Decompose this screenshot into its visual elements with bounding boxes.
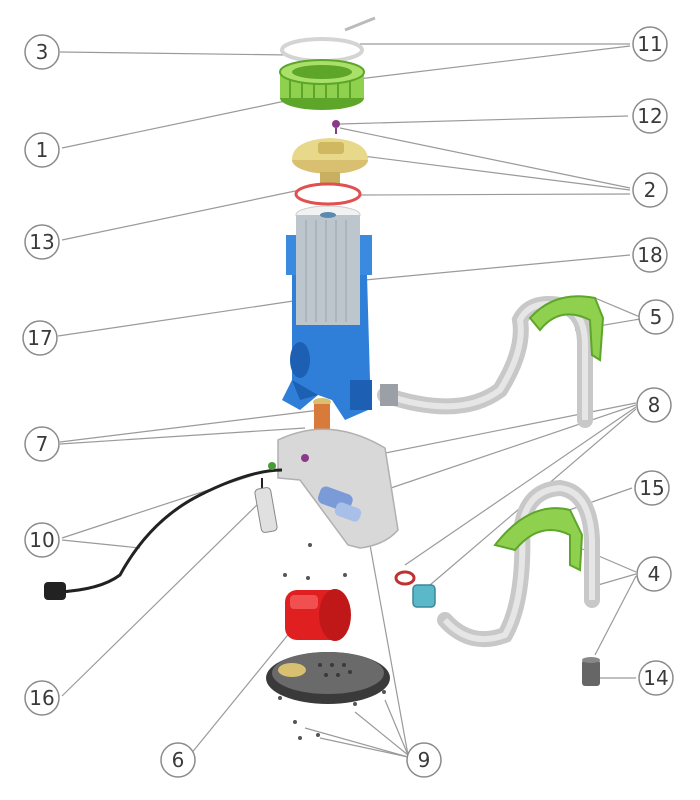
callout-label-14: 14: [643, 666, 668, 690]
callout-label-16: 16: [29, 686, 54, 710]
callout-label-11: 11: [637, 32, 662, 56]
leader-5a: [594, 297, 641, 318]
leader-2a: [339, 127, 631, 189]
small-red-ring: [394, 570, 416, 586]
callout-8: 8: [636, 387, 672, 423]
upper-hose: [377, 296, 593, 428]
leader-4c: [594, 575, 637, 656]
red-o-ring: [294, 182, 362, 206]
callout-label-5: 5: [650, 305, 663, 329]
leader-9d: [319, 737, 409, 758]
callout-9: 9: [406, 742, 442, 778]
leader-10b: [61, 539, 141, 549]
leader-9c: [354, 711, 409, 756]
leader-9a: [369, 544, 409, 756]
leader-3: [59, 51, 291, 56]
upper-green-clamp: [528, 295, 605, 362]
callout-17: 17: [22, 320, 58, 356]
leader-8a: [384, 404, 637, 491]
callout-2: 2: [632, 172, 668, 208]
power-cable: [44, 462, 283, 600]
callout-7: 7: [24, 426, 60, 462]
lower-green-clamp: [493, 507, 584, 572]
callout-label-15: 15: [639, 476, 664, 500]
callout-label-13: 13: [29, 230, 54, 254]
callout-3: 3: [24, 34, 60, 70]
leader-18: [364, 254, 631, 281]
red-motor: [285, 589, 351, 641]
leader-9b: [384, 699, 409, 756]
leader-11b: [349, 45, 631, 81]
callout-4: 4: [636, 556, 672, 592]
filter-cartridge: [295, 205, 361, 325]
leader-17: [57, 299, 301, 337]
callout-label-2: 2: [644, 178, 657, 202]
callout-14: 14: [638, 660, 674, 696]
callout-label-4: 4: [648, 562, 661, 586]
callout-15: 15: [634, 470, 670, 506]
yellow-top-cap: [292, 138, 368, 184]
callout-10: 10: [24, 522, 60, 558]
callout-1: 1: [24, 132, 60, 168]
rod-part: [344, 16, 376, 32]
leader-7b: [59, 427, 306, 445]
callout-18: 18: [632, 237, 668, 273]
small-valve: [332, 120, 340, 134]
leader-6: [189, 619, 301, 756]
callout-label-6: 6: [172, 748, 185, 772]
callout-13: 13: [24, 224, 60, 260]
callout-label-9: 9: [418, 748, 431, 772]
leader-13b: [359, 193, 631, 196]
screws: [283, 543, 347, 740]
base-plate: [266, 652, 390, 706]
green-ring-nut: [279, 59, 365, 110]
leader-9e: [304, 727, 409, 758]
callouts: 3 11 1 12 2 13 18 17 5 8 7 15 10 4 14 16…: [22, 26, 674, 778]
top-o-ring: [280, 37, 364, 63]
leader-16: [61, 499, 263, 697]
callout-label-17: 17: [27, 326, 52, 350]
small-filter-cap: [582, 657, 600, 686]
callout-label-1: 1: [36, 138, 49, 162]
leader-8b: [404, 406, 637, 566]
leader-2b: [354, 154, 631, 191]
callout-label-3: 3: [36, 40, 49, 64]
leader-7a: [59, 409, 321, 443]
callout-label-7: 7: [36, 432, 49, 456]
leader-4b: [597, 573, 637, 586]
callout-6: 6: [160, 742, 196, 778]
callout-label-10: 10: [29, 528, 54, 552]
leader-1: [61, 99, 291, 149]
leader-12: [339, 115, 629, 125]
callout-label-18: 18: [637, 243, 662, 267]
callout-16: 16: [24, 680, 60, 716]
teal-fitting: [412, 584, 436, 608]
callout-label-12: 12: [637, 104, 662, 128]
base-housing: [277, 428, 399, 549]
callout-label-8: 8: [648, 393, 661, 417]
callout-12: 12: [632, 98, 668, 134]
callout-11: 11: [632, 26, 668, 62]
callout-5: 5: [638, 299, 674, 335]
leader-13: [61, 189, 301, 241]
